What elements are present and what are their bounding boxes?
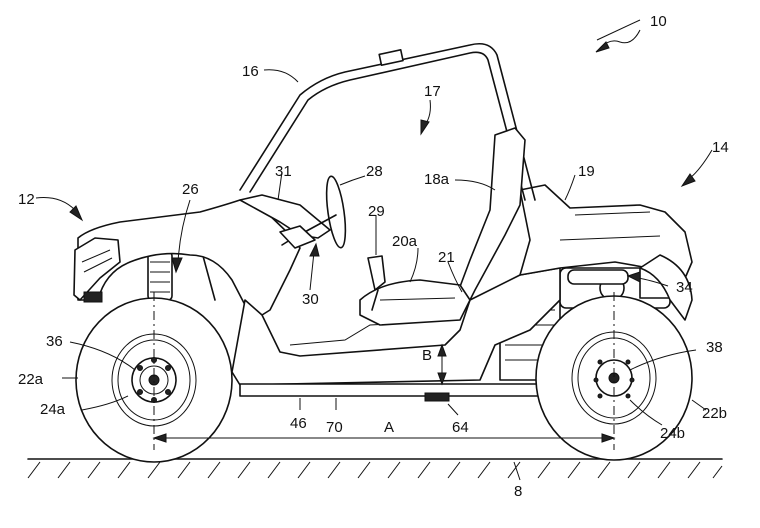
seat [359, 127, 526, 326]
label-rear-end: 14 [712, 139, 729, 156]
label-exhaust: 34 [676, 279, 693, 296]
label-skid-plate: 64 [452, 419, 469, 436]
label-seat-back: 18a [424, 171, 450, 188]
label-side-panel: 46 [290, 415, 307, 432]
label-ground-clearance: B [422, 347, 432, 364]
label-front-hub: 24a [40, 401, 66, 418]
label-rear-wheel: 22b [702, 405, 727, 422]
label-rear-hub: 24b [660, 425, 685, 442]
front-wheel [75, 297, 233, 463]
reference-labels: 10 12 14 16 17 18a 19 20a 21 22a 22b 24a… [18, 13, 729, 500]
label-front-suspension: 26 [182, 181, 199, 198]
label-ground: 8 [514, 483, 522, 500]
dimension-lines [152, 292, 616, 450]
label-rear-cargo: 19 [578, 163, 595, 180]
label-vehicle: 10 [650, 13, 667, 30]
vehicle-body [73, 184, 693, 402]
ground-surface [27, 458, 723, 479]
roll-bar [239, 42, 536, 201]
label-shifter: 29 [368, 203, 385, 220]
label-front-wheel: 22a [18, 371, 44, 388]
label-rear-axle: 38 [706, 339, 723, 356]
label-seat: 20a [392, 233, 418, 250]
label-steering-wheel: 28 [366, 163, 383, 180]
label-front-end: 12 [18, 191, 35, 208]
label-dash: 31 [275, 163, 292, 180]
label-steering-column: 30 [302, 291, 319, 308]
label-seat-frame: 21 [438, 249, 455, 266]
leader-lines [35, 19, 713, 481]
label-frame: 70 [326, 419, 343, 436]
label-roll-bar: 16 [242, 63, 259, 80]
label-front-axle: 36 [46, 333, 63, 350]
label-cab: 17 [424, 83, 441, 100]
label-wheelbase: A [384, 419, 394, 436]
steering-assembly [279, 175, 386, 311]
exhaust [567, 269, 629, 285]
